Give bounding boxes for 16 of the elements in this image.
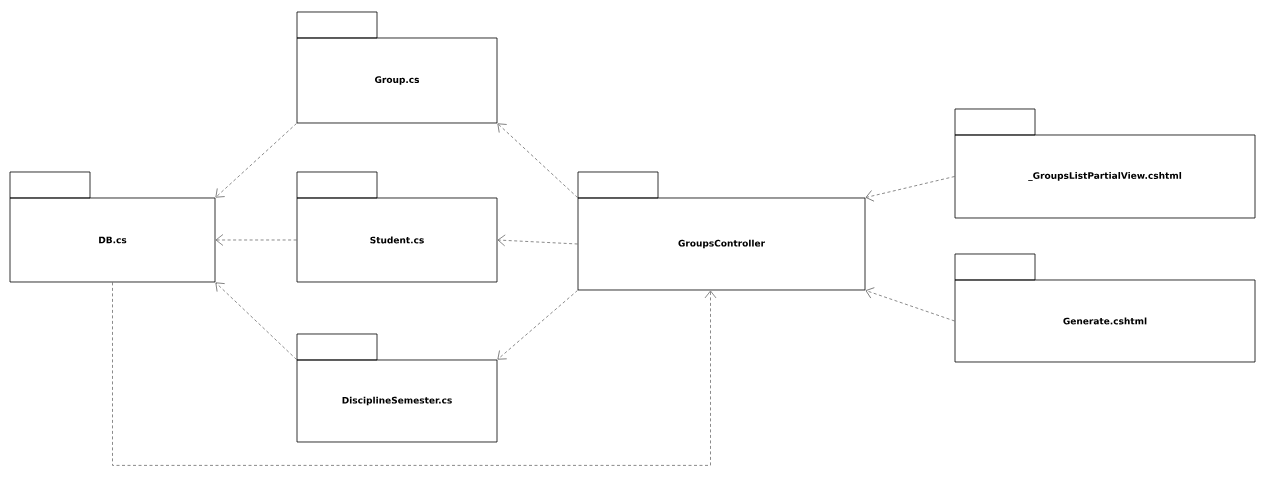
- package-box: GroupsController: [577, 171, 866, 291]
- package-box: DisciplineSemester.cs: [296, 333, 498, 443]
- dependency-arrow: [215, 282, 297, 360]
- package-box: Student.cs: [296, 171, 498, 283]
- dependency-arrow: [865, 287, 955, 322]
- package-box: Generate.cshtml: [954, 253, 1256, 363]
- package-box: _GroupsListPartialView.cshtml: [954, 108, 1256, 219]
- package-box: DB.cs: [9, 171, 216, 283]
- dependency-arrow: [215, 123, 297, 198]
- package-box: Group.cs: [296, 11, 498, 124]
- dependency-arrow: [497, 234, 578, 247]
- dependency-arrow: [497, 123, 578, 198]
- dependency-arrow: [497, 290, 578, 360]
- dependency-arrow: [215, 234, 297, 246]
- dependency-arrow: [865, 176, 955, 202]
- dependency-arrow: [112, 282, 717, 466]
